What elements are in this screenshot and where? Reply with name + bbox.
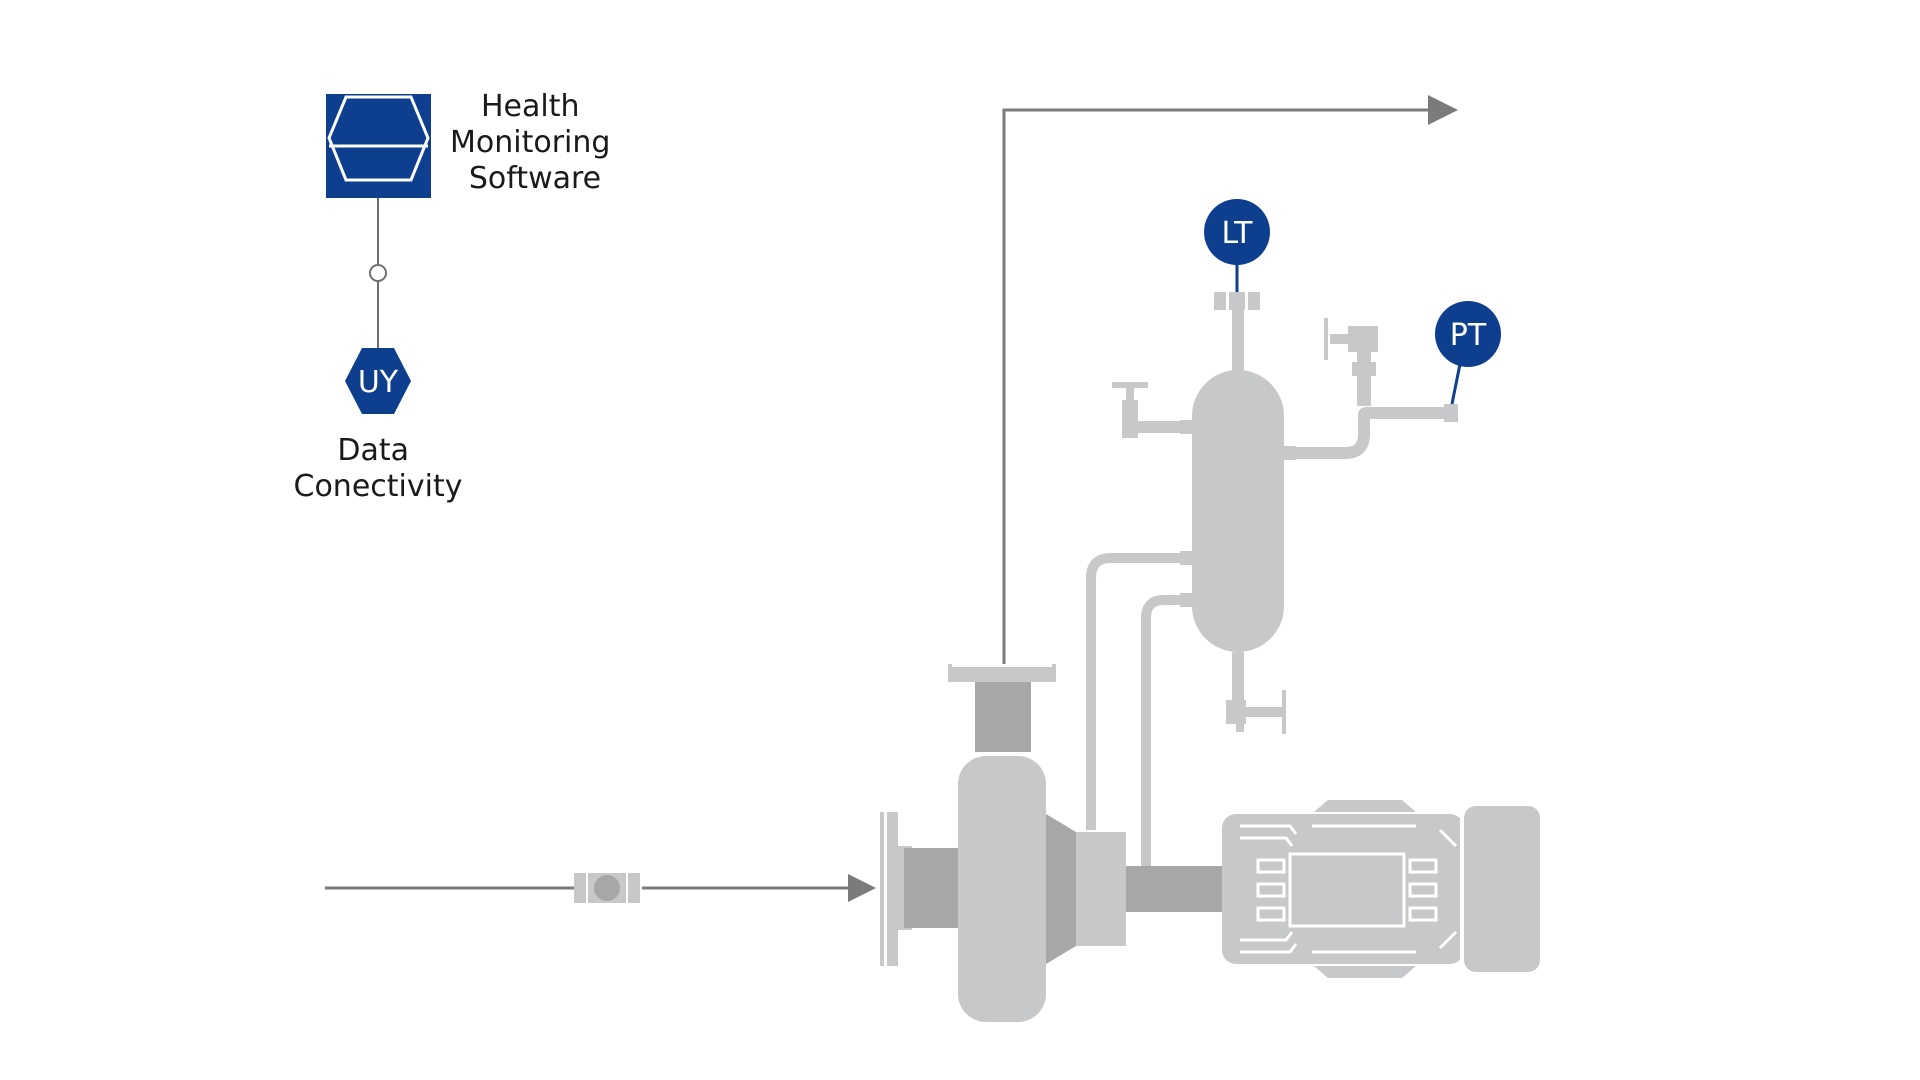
lt-badge <box>1204 199 1270 265</box>
software-label-line-2: Monitoring <box>450 125 610 160</box>
drain-valve-icon <box>1226 652 1286 734</box>
software-device-connection <box>369 198 387 348</box>
hexagon-icon <box>345 348 411 414</box>
software-label-line-1: Health <box>481 89 580 124</box>
level-transmitter: LT <box>1204 199 1270 292</box>
device-tag: UY <box>358 365 399 400</box>
software-icon <box>326 94 431 198</box>
seal-piping <box>1086 553 1180 866</box>
software-label-line-3: Software <box>469 161 601 196</box>
connection-node <box>369 264 387 282</box>
svg-text:Health Monitoring: Health Monitoring Software <box>450 89 620 196</box>
data-connectivity-device: UY Data Conectivity <box>294 348 463 504</box>
coupling-shaft <box>1126 866 1222 912</box>
pump-casing <box>958 756 1046 1022</box>
seal-pot <box>1112 292 1458 734</box>
outlet-arrow-icon <box>1428 95 1458 125</box>
device-label-line-2: Conectivity <box>294 469 463 504</box>
lt-tag: LT <box>1222 216 1254 251</box>
svg-text:Data Conectivity: Data Conectivity <box>294 433 463 504</box>
pt-badge <box>1435 301 1501 367</box>
isolation-valve-icon <box>1324 318 1378 360</box>
discharge-line <box>1002 95 1458 664</box>
inlet-arrow-icon <box>848 874 876 902</box>
pressure-transmitter: PT <box>1435 301 1501 405</box>
centrifugal-pump <box>880 664 1222 1022</box>
vent-valve-icon <box>1112 382 1180 438</box>
vessel-body <box>1192 370 1284 652</box>
pt-tag: PT <box>1450 318 1487 353</box>
suction-line <box>325 873 876 903</box>
inline-flow-element <box>574 873 640 903</box>
health-monitoring-software: Health Monitoring Software <box>326 89 620 198</box>
electric-motor <box>1222 800 1540 978</box>
device-label-line-1: Data <box>337 433 409 468</box>
